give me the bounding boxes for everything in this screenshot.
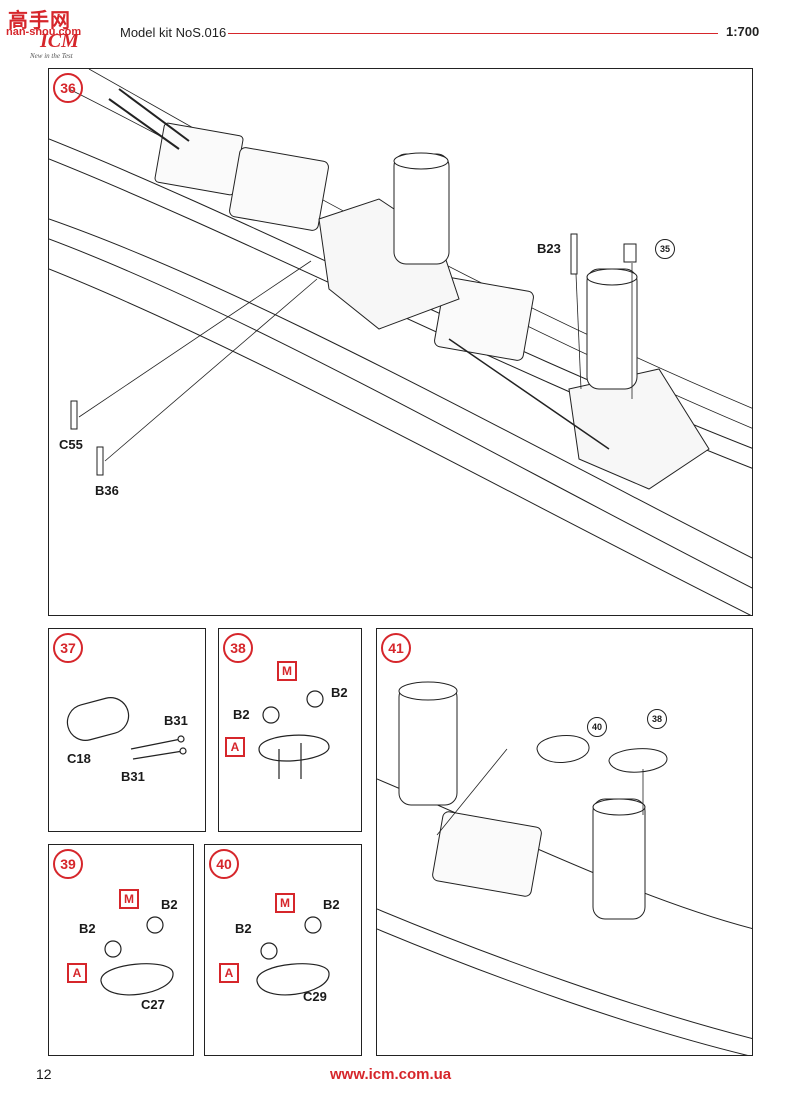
step-40-panel: 40 M A B2 B2 C29	[204, 844, 362, 1056]
part-label-b2-left: B2	[233, 707, 250, 722]
part-label-b2-left: B2	[235, 921, 252, 936]
scale-label: 1:700	[726, 24, 760, 39]
step-39-number: 39	[53, 849, 83, 879]
header-divider	[228, 33, 718, 34]
icm-logo: 高手网 nan-shou.com ICM New in the Test	[4, 6, 104, 62]
part-label-c27: C27	[141, 997, 165, 1012]
paint-code-a: A	[219, 963, 239, 983]
watermark-text: 高手网	[8, 8, 71, 32]
ref-circle-38: 38	[647, 709, 667, 729]
searchlight-assembly-39-drawing	[100, 916, 174, 996]
part-label-b2-left: B2	[79, 921, 96, 936]
ship-midsection-drawing	[49, 69, 752, 615]
part-label-c18: C18	[67, 751, 91, 766]
step-38-number: 38	[223, 633, 253, 663]
part-label-c55: C55	[59, 437, 83, 452]
part-label-b2-right: B2	[161, 897, 178, 912]
paint-code-m: M	[275, 893, 295, 913]
searchlight-assembly-38-drawing	[258, 690, 330, 779]
part-label-b23: B23	[537, 241, 561, 256]
step-38-panel: 38 M A B2 B2	[218, 628, 362, 832]
page-title: Model kit NoS.016	[120, 25, 227, 40]
searchlight-platform-drawing	[66, 697, 187, 760]
paint-code-a: A	[225, 737, 245, 757]
step-40-number: 40	[209, 849, 239, 879]
footer-url[interactable]: www.icm.com.ua	[330, 1066, 452, 1083]
searchlight-assembly-40-drawing	[256, 916, 330, 996]
step-37-panel: 37 B31 C18 B31	[48, 628, 206, 832]
part-label-b31-top: B31	[164, 713, 188, 728]
step-37-number: 37	[53, 633, 83, 663]
paint-code-a: A	[67, 963, 87, 983]
paint-code-m: M	[277, 661, 297, 681]
brand-name: ICM	[40, 30, 79, 52]
part-label-b2-right: B2	[323, 897, 340, 912]
step-41-number: 41	[381, 633, 411, 663]
part-label-b31-bottom: B31	[121, 769, 145, 784]
watermark-url: nan-shou.com	[6, 26, 82, 38]
step-41-panel: 41 40 38	[376, 628, 753, 1056]
part-label-b36: B36	[95, 483, 119, 498]
step-36-number: 36	[53, 73, 83, 103]
ref-circle-40: 40	[587, 717, 607, 737]
step-39-panel: 39 M A B2 B2 C27	[48, 844, 194, 1056]
page-number: 12	[36, 1066, 52, 1082]
step-36-panel: 36 B23 35 C55 B36	[48, 68, 753, 616]
part-label-c29: C29	[303, 989, 327, 1004]
funnel-searchlight-drawing	[377, 681, 752, 1055]
brand-tagline: New in the Test	[30, 52, 73, 60]
ref-circle-35: 35	[655, 239, 675, 259]
paint-code-m: M	[119, 889, 139, 909]
part-label-b2-right: B2	[331, 685, 348, 700]
